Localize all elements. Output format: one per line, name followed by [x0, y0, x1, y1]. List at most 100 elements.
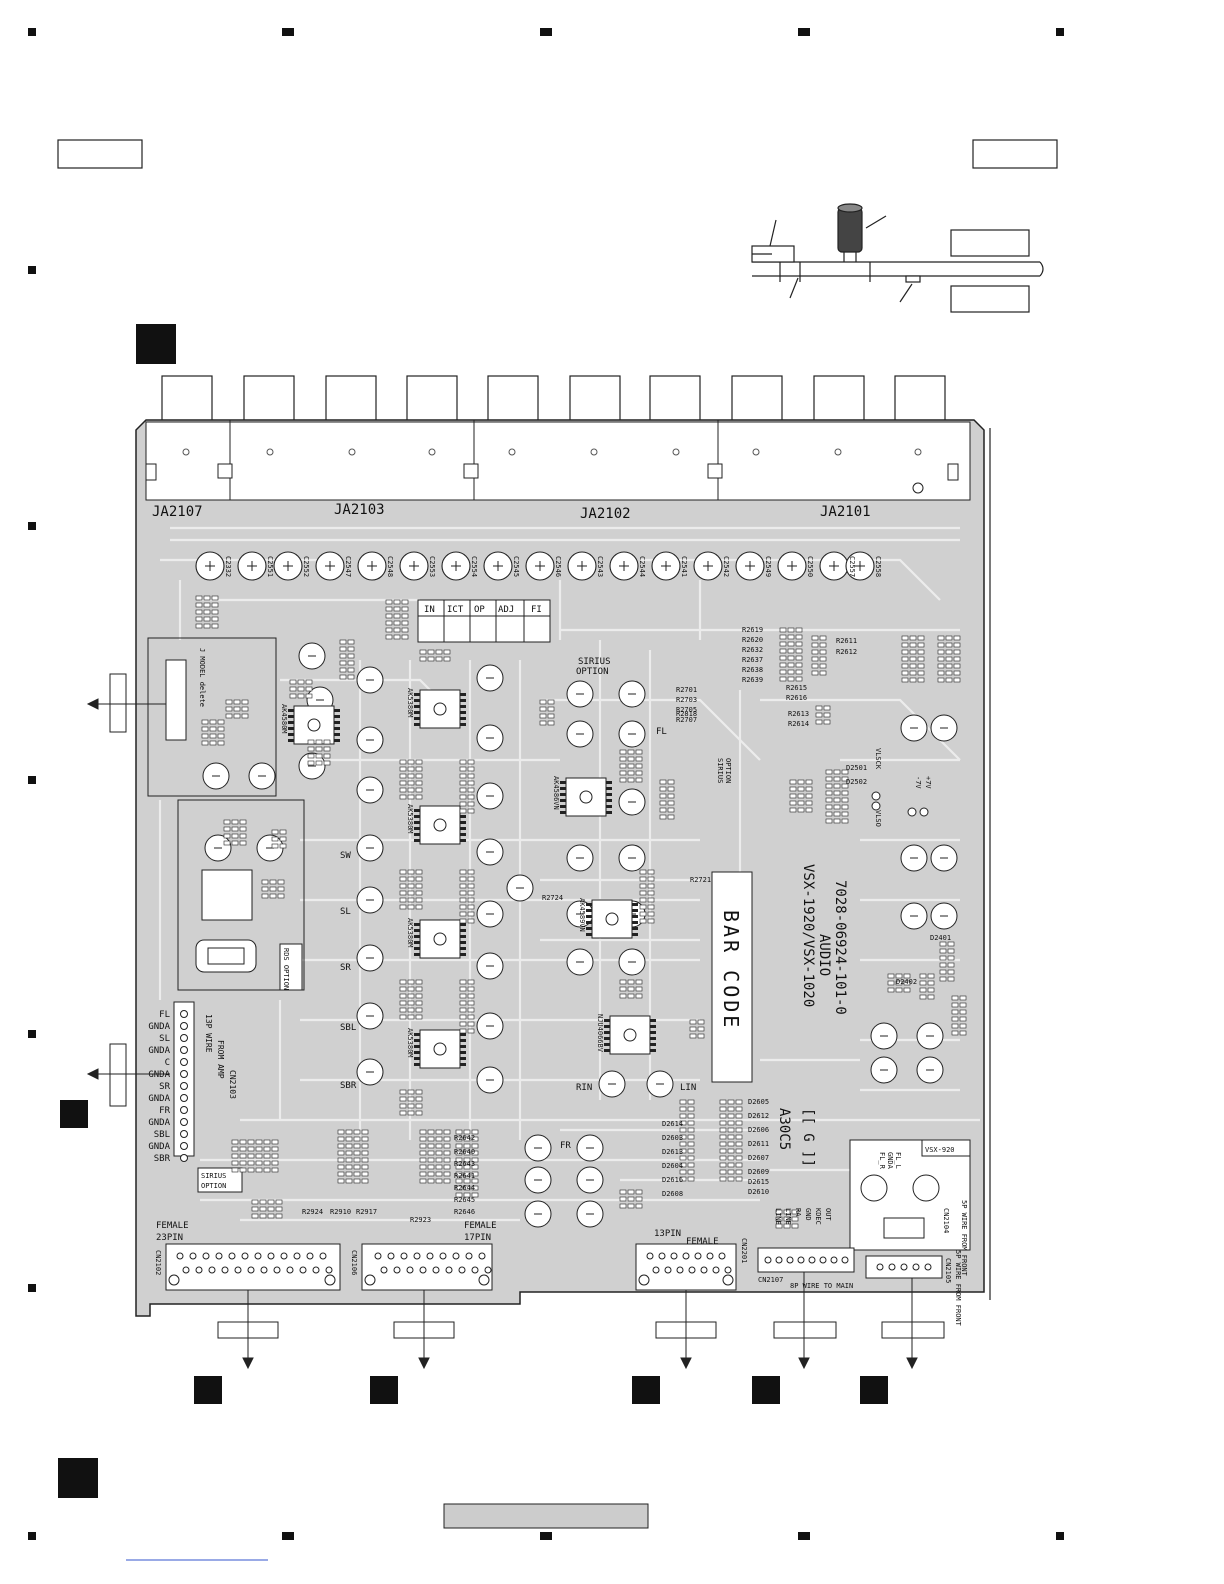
- smd-part: [271, 1167, 279, 1173]
- marker: [28, 522, 36, 530]
- smd-part: [779, 655, 787, 661]
- pin: [682, 1252, 690, 1260]
- smd-part: [353, 1150, 361, 1156]
- smd-part: [805, 793, 813, 799]
- smd-part: [815, 712, 823, 718]
- smd-part: [315, 739, 323, 745]
- smd-part: [223, 840, 231, 846]
- sirius-option-side: SIRIUS: [716, 758, 724, 783]
- ic-pin: [650, 1031, 656, 1034]
- smd-part: [407, 1014, 415, 1020]
- ic-pin: [460, 935, 466, 938]
- smd-part: [247, 1139, 255, 1145]
- smd-part: [471, 1164, 479, 1170]
- ic-pin: [414, 833, 420, 836]
- smd-part: [217, 719, 225, 725]
- smd-part: [639, 876, 647, 882]
- smd-part: [347, 674, 355, 680]
- ic-pin: [414, 923, 420, 926]
- smd-part: [275, 1206, 283, 1212]
- smd-part: [471, 1143, 479, 1149]
- component-label: R2614: [788, 720, 809, 728]
- smd-part: [467, 1000, 475, 1006]
- smd-part: [261, 879, 269, 885]
- pin: [325, 1266, 333, 1274]
- smd-part: [261, 886, 269, 892]
- smd-part: [697, 1019, 705, 1025]
- connector-marker: [860, 1376, 888, 1404]
- pin: [319, 1252, 327, 1260]
- channel-label: LIN: [680, 1083, 696, 1093]
- ic-pin: [460, 1051, 466, 1054]
- smd-part: [659, 779, 667, 785]
- marker: [540, 28, 552, 36]
- component-label: D2609: [748, 1168, 769, 1176]
- ic-pin: [334, 721, 340, 724]
- smd-part: [467, 883, 475, 889]
- smd-part: [259, 1199, 267, 1205]
- smd-part: [239, 1139, 247, 1145]
- smd-part: [689, 1033, 697, 1039]
- ic-pin: [288, 727, 294, 730]
- smd-part: [467, 890, 475, 896]
- component-label: C2544: [638, 556, 646, 577]
- pin: [688, 1266, 696, 1274]
- smd-part: [361, 1129, 369, 1135]
- mount-hole: [168, 1274, 180, 1286]
- smd-part: [427, 1171, 435, 1177]
- smd-part: [255, 1167, 263, 1173]
- pin: [299, 1266, 307, 1274]
- smd-part: [909, 663, 917, 669]
- ic-label: AK5380M: [406, 804, 414, 834]
- smd-part: [959, 1030, 967, 1036]
- smd-part: [427, 656, 435, 662]
- smd-part: [823, 712, 831, 718]
- section-marker-bottom-left: [58, 1458, 98, 1498]
- smd-part: [401, 606, 409, 612]
- smd-part: [459, 759, 467, 765]
- ic-pin: [414, 827, 420, 830]
- smd-part: [401, 634, 409, 640]
- smd-part: [927, 980, 935, 986]
- smd-part: [271, 829, 279, 835]
- smd-part: [689, 1026, 697, 1032]
- smd-part: [427, 1157, 435, 1163]
- ic-pin: [460, 1063, 466, 1066]
- smd-part: [779, 641, 787, 647]
- rca-jack-housings: [161, 375, 946, 423]
- smd-part: [435, 1157, 443, 1163]
- smd-part: [211, 595, 219, 601]
- smd-part: [463, 1171, 471, 1177]
- smd-part: [833, 818, 841, 824]
- smd-part: [937, 649, 945, 655]
- component-label: R2703: [676, 696, 697, 704]
- component-label: R2818: [676, 710, 697, 718]
- smd-part: [467, 876, 475, 882]
- smd-part: [825, 804, 833, 810]
- ic-pin: [460, 1033, 466, 1036]
- voltage-label: VLSO: [874, 810, 882, 827]
- component-label: D2608: [662, 1190, 683, 1198]
- wire-pin-label: GNDA: [148, 1070, 170, 1080]
- smd-part: [727, 1134, 735, 1140]
- smd-part: [825, 783, 833, 789]
- smd-part: [947, 969, 955, 975]
- smd-part: [687, 1120, 695, 1126]
- pin: [706, 1252, 714, 1260]
- smd-part: [811, 642, 819, 648]
- component-label: D2607: [748, 1154, 769, 1162]
- component-label: C2553: [428, 556, 436, 577]
- smd-part: [463, 1185, 471, 1191]
- smd-part: [815, 705, 823, 711]
- smd-part: [917, 642, 925, 648]
- smd-part: [467, 1014, 475, 1020]
- ic-body: [591, 899, 633, 939]
- smd-part: [203, 616, 211, 622]
- barcode-area: BAR CODE: [711, 871, 753, 1083]
- component-labels: R2619R2620R2632R2637R2638R2639R2611R2612…: [302, 626, 951, 1224]
- smd-part: [823, 719, 831, 725]
- ic-dot: [433, 1042, 447, 1056]
- smd-part: [393, 613, 401, 619]
- smd-part: [459, 808, 467, 814]
- ic-pin: [414, 935, 420, 938]
